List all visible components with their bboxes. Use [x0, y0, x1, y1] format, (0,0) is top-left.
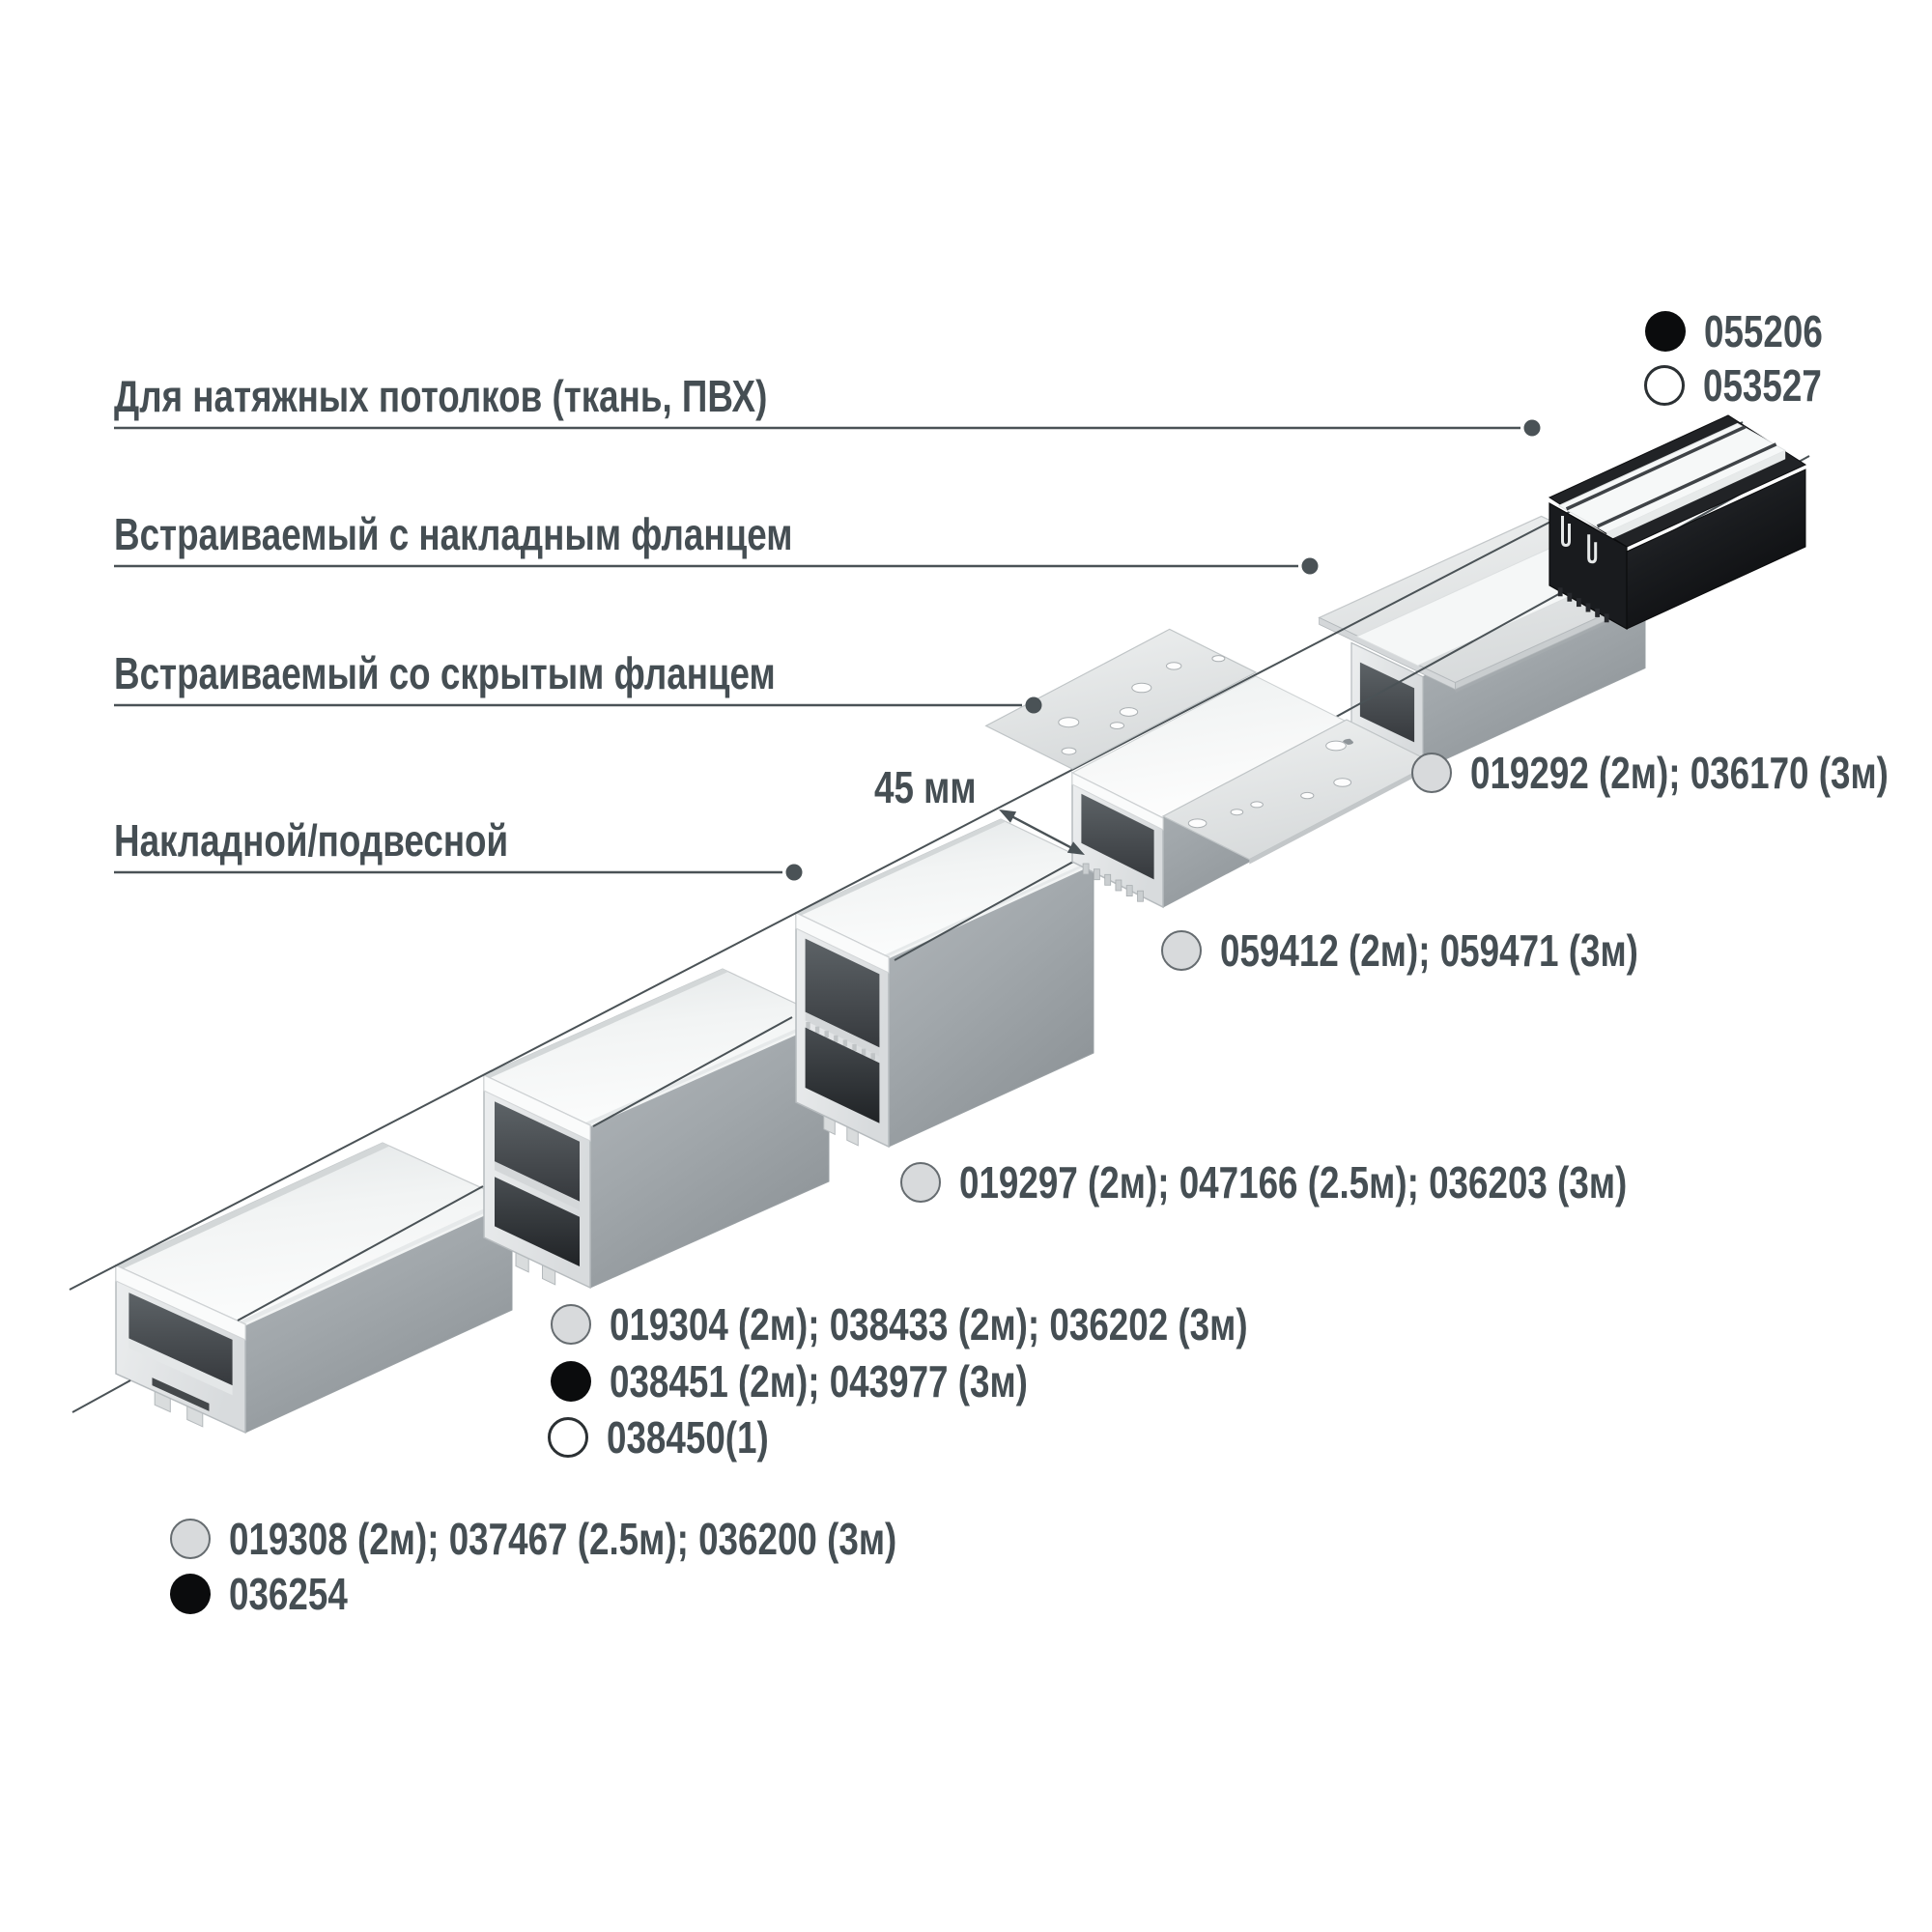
color-dot-icon — [551, 1361, 591, 1402]
mounting-label: Накладной/подвесной — [114, 814, 607, 867]
article-codes: 038450(1) — [607, 1412, 769, 1463]
product-surface-5070 — [794, 818, 1095, 1149]
color-dot-icon — [900, 1162, 941, 1203]
mounting-label-text: Встраиваемый с накладным фланцем — [114, 509, 793, 559]
code-row: 036254 — [170, 1566, 378, 1622]
dimension-text: 45 мм — [874, 762, 977, 812]
code-row: 053527 — [1644, 357, 1852, 413]
article-codes: 059412 (2м); 059471 (3м) — [1220, 925, 1638, 976]
code-row: 055206 — [1645, 303, 1853, 359]
leader-dot-icon — [1523, 419, 1541, 437]
ceiling-line-upper — [69, 421, 1744, 1291]
color-dot-icon — [1161, 930, 1202, 971]
product-surface-4932 — [114, 1142, 514, 1435]
product-stretch-black — [1548, 414, 1807, 631]
mounting-label-text: Накладной/подвесной — [114, 815, 509, 866]
color-dot-icon — [170, 1574, 211, 1614]
label-leader-lines — [114, 419, 1541, 881]
code-row: 038451 (2м); 043977 (3м) — [551, 1353, 1132, 1409]
product-recessed-hidden — [984, 628, 1435, 909]
code-row: 019297 (2м); 047166 (2.5м); 036203 (3м) — [900, 1154, 1794, 1210]
product-surface-5050 — [482, 968, 831, 1290]
code-row: 038450(1) — [548, 1409, 810, 1465]
color-dot-icon — [548, 1417, 588, 1458]
article-codes: 038451 (2м); 043977 (3м) — [610, 1356, 1028, 1406]
leader-dot-icon — [1301, 557, 1319, 575]
code-row: 019304 (2м); 038433 (2м); 036202 (3м) — [551, 1296, 1407, 1352]
code-row: 059412 (2м); 059471 (3м) — [1161, 923, 1743, 979]
article-codes: 019297 (2м); 047166 (2.5м); 036203 (3м) — [959, 1157, 1628, 1208]
mounting-label: Встраиваемый с накладным фланцем — [114, 508, 962, 560]
dimension-arrow-45mm — [999, 810, 1085, 855]
dimension-label: 45 мм — [874, 761, 1002, 813]
article-codes: 019292 (2м); 036170 (3м) — [1470, 748, 1889, 798]
ceiling-line-lower — [592, 1016, 793, 1127]
article-codes: 055206 — [1704, 306, 1823, 356]
color-dot-icon — [1645, 311, 1686, 352]
color-dot-icon — [170, 1519, 211, 1559]
article-codes: 053527 — [1703, 360, 1822, 411]
mounting-label-text: Для натяжных потолков (ткань, ПВХ) — [114, 371, 768, 421]
color-dot-icon — [1411, 753, 1452, 793]
color-dot-icon — [1644, 365, 1685, 406]
leader-dot-icon — [1025, 696, 1042, 714]
mounting-label: Встраиваемый со скрытым фланцем — [114, 647, 941, 699]
article-codes: 036254 — [229, 1569, 348, 1619]
code-row: 019292 (2м); 036170 (3м) — [1411, 745, 1932, 801]
color-dot-icon — [551, 1304, 591, 1345]
code-row: 019308 (2м); 037467 (2.5м); 036200 (3м) — [170, 1511, 1064, 1567]
article-codes: 019308 (2м); 037467 (2.5м); 036200 (3м) — [229, 1514, 897, 1564]
mounting-label: Для натяжных потолков (ткань, ПВХ) — [114, 370, 930, 422]
article-codes: 019304 (2м); 038433 (2м); 036202 (3м) — [610, 1299, 1248, 1350]
mounting-label-text: Встраиваемый со скрытым фланцем — [114, 648, 776, 698]
ceiling-line-lower — [237, 1185, 484, 1321]
ceiling-line-lower — [71, 1379, 131, 1413]
leader-dot-icon — [785, 864, 803, 881]
